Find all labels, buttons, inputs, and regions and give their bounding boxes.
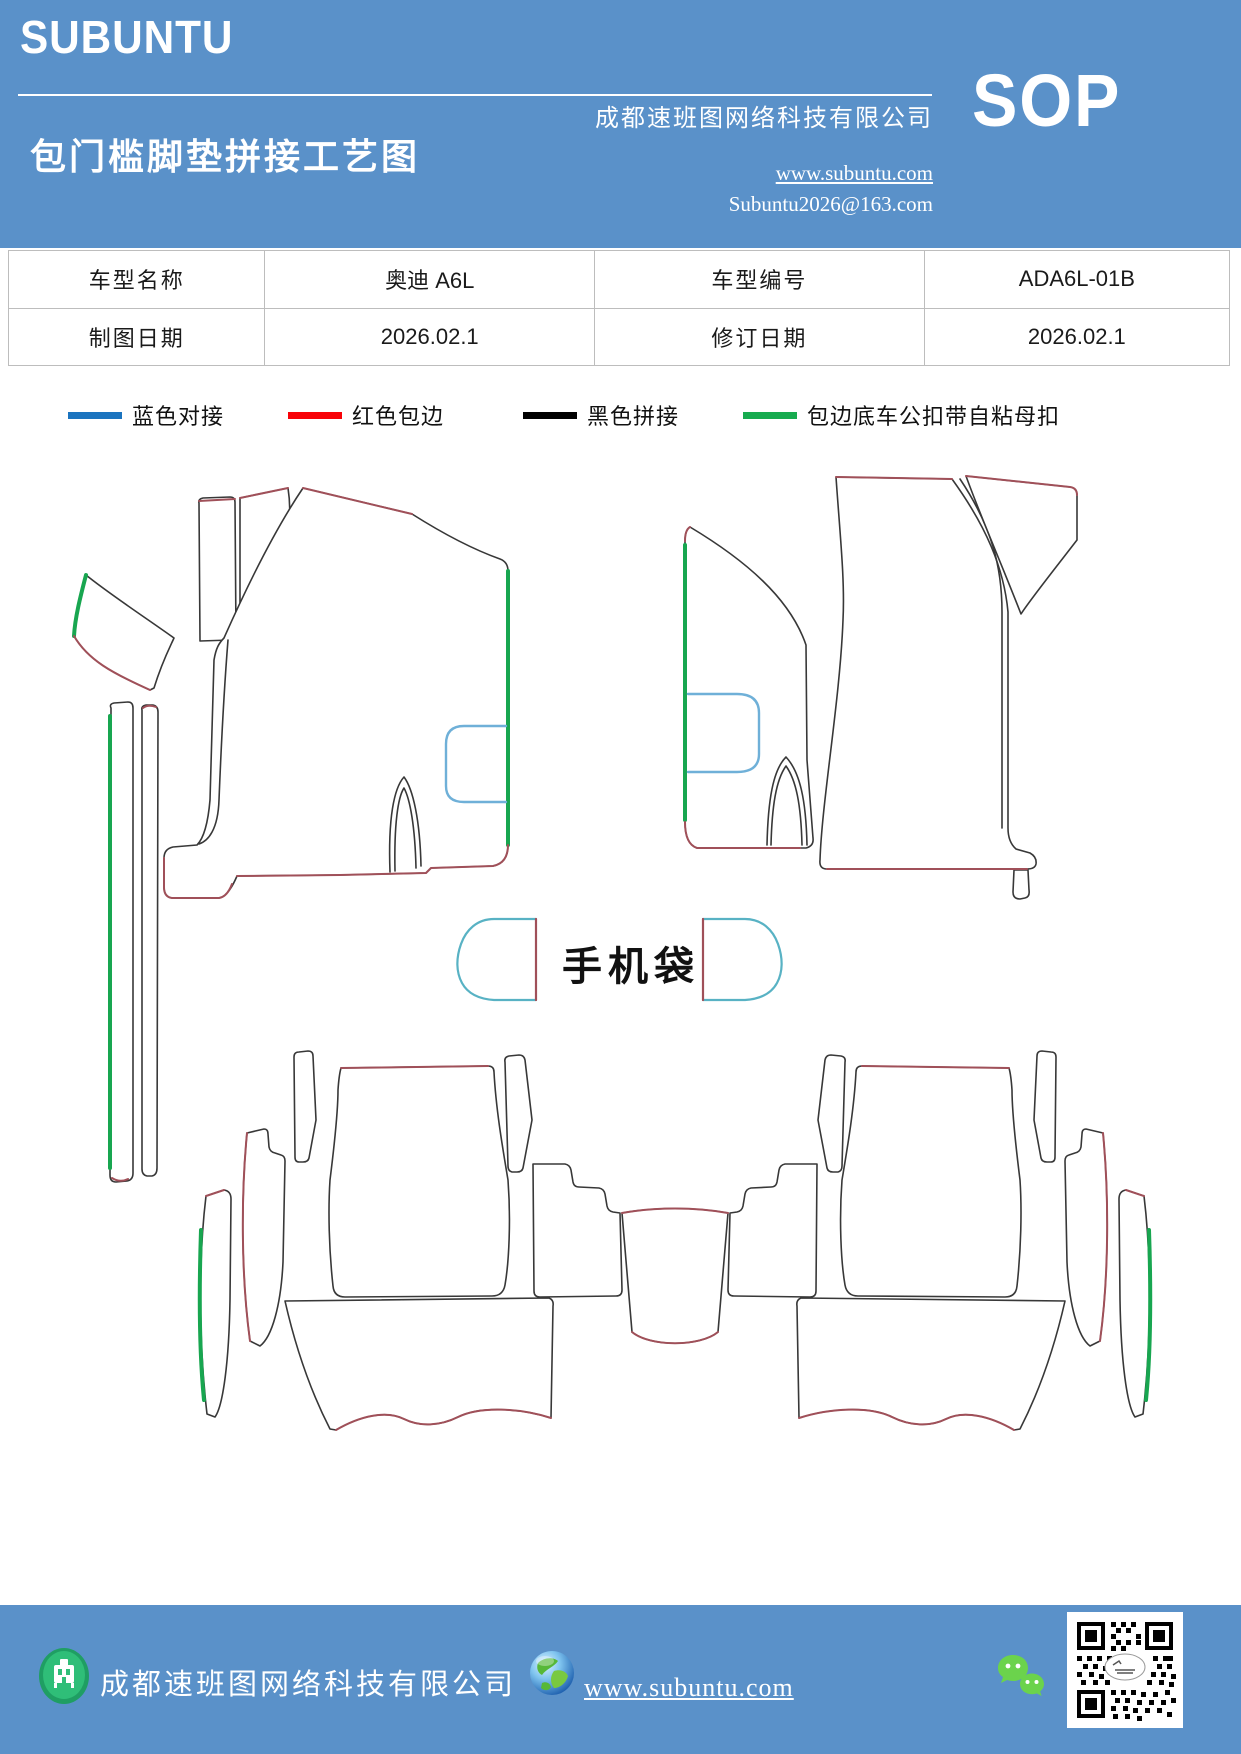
front-right-mat-group [684,475,1078,900]
footer-website-link[interactable]: www.subuntu.com [584,1673,794,1702]
phone-bag-left [456,917,538,1002]
table-row: 制图日期 2026.02.1 修订日期 2026.02.1 [7,307,1231,366]
rear-tunnel-piece [621,1207,729,1345]
model-code-label: 车型编号 [594,250,925,309]
phone-bag-right [701,917,783,1002]
revision-date-value: 2026.02.1 [923,307,1231,366]
vehicle-name-value: 奥迪 A6L [264,250,596,309]
vehicle-name-label: 车型名称 [7,250,266,309]
rear-left-mat-group [197,1050,623,1431]
drawing-date-value: 2026.02.1 [264,307,596,366]
revision-date-label: 修订日期 [594,307,925,366]
legend: 蓝色对接 红色包边 黑色拼接 包边底车公扣带自粘母扣 [0,398,1241,432]
front-left-bindings [72,487,510,1182]
brand-logo: SUBUNTU [20,11,234,63]
drawing-date-label: 制图日期 [7,307,266,366]
legend-item-green: 包边底车公扣带自粘母扣 [743,398,1060,432]
table-row: 车型名称 奥迪 A6L 车型编号 ADA6L-01B [7,250,1231,309]
legend-item-blue: 蓝色对接 [68,398,224,432]
company-logo-icon [39,1648,89,1704]
sop-badge: SOP [972,59,1122,142]
footer: 成都速班图网络科技有限公司 www.subuntu.com [0,1605,1241,1754]
green-line-swatch [743,411,797,419]
email-text: Subuntu2026@163.com [728,192,933,216]
page-title: 包门槛脚垫拼接工艺图 [30,136,421,177]
header: SUBUNTU 包门槛脚垫拼接工艺图 成都速班图网络科技有限公司 www.sub… [0,0,1241,248]
wechat-icon [998,1655,1044,1696]
model-code-value: ADA6L-01B [923,250,1231,309]
red-line-swatch [288,411,342,419]
header-divider [18,94,932,96]
black-line-swatch [523,411,577,419]
phone-bag-label: 手机袋 [562,945,700,989]
footer-company-name: 成都速班图网络科技有限公司 [100,1669,517,1701]
company-name: 成都速班图网络科技有限公司 [595,106,933,132]
blue-line-swatch [68,411,122,419]
phone-bag-pieces [456,917,783,1002]
globe-icon [530,1651,574,1695]
qr-code [1067,1612,1183,1728]
legend-item-black: 黑色拼接 [523,398,679,432]
header-contact-block: 成都速班图网络科技有限公司 www.subuntu.com Subuntu202… [595,98,933,217]
process-diagram: 手机袋 [72,475,1153,1432]
front-right-bindings [683,475,1078,870]
front-left-mat-group [73,487,509,1183]
info-table: 车型名称 奥迪 A6L 车型编号 ADA6L-01B 制图日期 2026.02.… [7,250,1231,366]
rear-right-mat-group [726,1049,1153,1432]
website-link[interactable]: www.subuntu.com [775,161,933,185]
legend-item-red: 红色包边 [288,398,444,432]
